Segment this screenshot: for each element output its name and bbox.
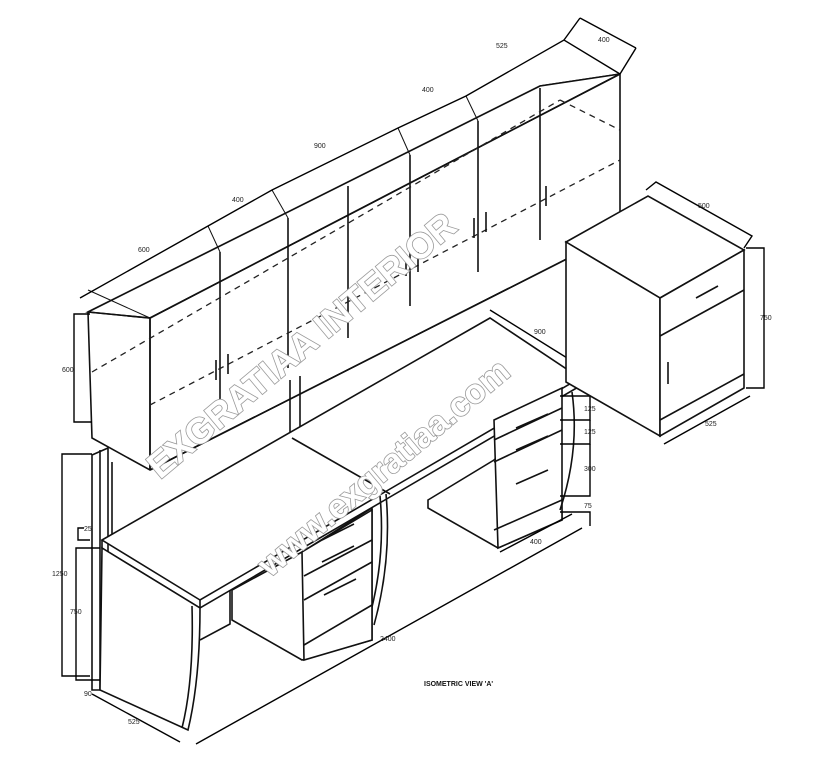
workbench xyxy=(91,317,582,732)
dim-side-height: 750 xyxy=(760,315,772,322)
dim-width-2: 400 xyxy=(232,197,244,204)
dim-total-height: 1250 xyxy=(52,571,68,578)
dim-plinth: 90 xyxy=(84,691,92,698)
dim-width-3: 900 xyxy=(314,143,326,150)
side-cabinet: 500 750 525 xyxy=(564,181,772,445)
dim-side-depth: 525 xyxy=(705,421,717,428)
dim-depth: 525 xyxy=(128,719,140,726)
dim-width-4: 400 xyxy=(422,87,434,94)
dim-drawer-3: 300 xyxy=(584,466,596,473)
dim-depth: 400 xyxy=(598,37,610,44)
workbench-dimensions: 1250 750 25 90 525 2400 900 xyxy=(52,309,583,745)
dim-bench-height: 750 xyxy=(70,609,82,616)
wall-cabinet-dimensions: 600 400 900 400 525 400 600 xyxy=(62,17,637,423)
dim-pedestal-width: 400 xyxy=(530,539,542,546)
dim-top-thickness: 25 xyxy=(84,526,92,533)
drawing-caption: ISOMETRIC VIEW 'A' xyxy=(424,681,493,688)
dim-drawer-2: 125 xyxy=(584,429,596,436)
pedestal-dimensions: 125 125 300 75 400 xyxy=(499,395,596,553)
dim-side-width: 500 xyxy=(698,203,710,210)
dim-width-1: 600 xyxy=(138,247,150,254)
dim-height: 600 xyxy=(62,367,74,374)
dim-width-5: 525 xyxy=(496,43,508,50)
dim-pedestal-plinth: 75 xyxy=(584,503,592,510)
dim-top-depth: 900 xyxy=(534,329,546,336)
dim-length: 2400 xyxy=(380,636,396,643)
dim-drawer-1: 125 xyxy=(584,406,596,413)
wall-cabinets xyxy=(85,73,621,471)
